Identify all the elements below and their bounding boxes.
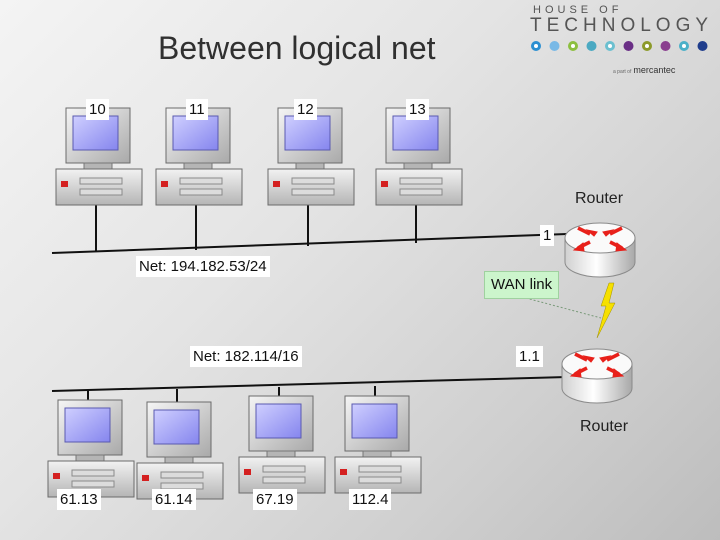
- monitor-screen: [153, 409, 200, 445]
- power-led: [53, 473, 60, 479]
- pc-case: [238, 456, 326, 494]
- bottom-hosts: [47, 386, 422, 500]
- computer-icon: [375, 107, 463, 243]
- drive-bay: [358, 476, 402, 484]
- monitor-screen: [392, 115, 439, 151]
- logo-dot: [623, 41, 634, 51]
- computer-icon: [267, 107, 355, 246]
- computer-icon: [47, 390, 135, 498]
- power-led: [61, 181, 68, 187]
- logo-dot: [586, 41, 597, 51]
- logo-dot-center: [645, 44, 649, 48]
- bottom-router-icon: [560, 347, 634, 405]
- drive-bay: [262, 465, 306, 473]
- monitor-screen: [255, 403, 302, 439]
- power-led: [340, 469, 347, 475]
- computer-icon: [136, 389, 224, 500]
- drive-bay: [399, 188, 443, 196]
- top-router-interface: 1: [540, 225, 555, 246]
- top-net-label: Net: 194.182.53/24: [136, 256, 270, 277]
- power-led: [161, 181, 168, 187]
- pc-case: [375, 168, 463, 206]
- host-label: 11: [186, 99, 208, 120]
- logo-dots: [531, 41, 708, 51]
- host-label: 61.14: [152, 489, 196, 510]
- computer-icon: [238, 387, 326, 494]
- logo-dot: [549, 41, 560, 51]
- top-router-icon: [563, 221, 637, 279]
- drive-bay: [291, 188, 335, 196]
- drive-bay: [262, 476, 306, 484]
- drive-bay: [160, 471, 204, 479]
- bottom-net-label: Net: 182.114/16: [190, 346, 302, 367]
- logo-dot: [697, 41, 708, 51]
- bottom-router-interface: 1.1: [516, 346, 543, 367]
- host-label: 10: [86, 99, 109, 120]
- drive-bay: [71, 469, 115, 477]
- drive-bay: [79, 188, 123, 196]
- wan-callout-pointer: [521, 296, 602, 319]
- pc-case: [155, 168, 243, 206]
- drive-bay: [71, 480, 115, 488]
- logo-dot-center: [682, 44, 686, 48]
- pc-case: [55, 168, 143, 206]
- logo-dot: [660, 41, 671, 51]
- host-label: 12: [294, 99, 317, 120]
- host-label: 61.13: [57, 489, 101, 510]
- logo-dot-center: [608, 44, 612, 48]
- monitor-stand: [83, 162, 113, 170]
- drive-bay: [179, 188, 223, 196]
- monitor-screen: [351, 403, 398, 439]
- top-hosts: [55, 107, 463, 252]
- power-led: [142, 475, 149, 481]
- drive-bay: [358, 465, 402, 473]
- slide-title: Between logical net: [158, 30, 436, 66]
- logo-dot-center: [571, 44, 575, 48]
- power-led: [381, 181, 388, 187]
- drive-bay: [79, 177, 123, 185]
- monitor-screen: [72, 115, 119, 151]
- bottom-segment-line: [51, 376, 568, 392]
- host-label: 13: [406, 99, 429, 120]
- logo-line-2: TECHNOLOGY: [530, 15, 714, 36]
- monitor-stand: [295, 162, 325, 170]
- wan-lightning-icon: [596, 282, 616, 339]
- monitor-screen: [172, 115, 219, 151]
- computer-icon: [334, 386, 422, 494]
- computer-icon: [55, 107, 143, 252]
- drive-bay: [399, 177, 443, 185]
- power-led: [244, 469, 251, 475]
- drive-bay: [291, 177, 335, 185]
- logo-line-1: HOUSE OF: [533, 4, 623, 16]
- monitor-stand: [75, 454, 105, 462]
- monitor-stand: [403, 162, 433, 170]
- monitor-stand: [362, 450, 392, 458]
- monitor-stand: [183, 162, 213, 170]
- host-label: 112.4: [349, 489, 392, 510]
- bottom-router-label: Router: [580, 418, 629, 435]
- monitor-stand: [266, 450, 296, 458]
- top-router-label: Router: [575, 190, 624, 207]
- pc-case: [334, 456, 422, 494]
- drive-bay: [179, 177, 223, 185]
- monitor-screen: [64, 407, 111, 443]
- pc-case: [267, 168, 355, 206]
- wan-link-callout: WAN link: [484, 271, 560, 299]
- host-label: 67.19: [253, 489, 297, 510]
- logo-dot-center: [534, 44, 538, 48]
- monitor-screen: [284, 115, 331, 151]
- computer-icon: [155, 107, 243, 250]
- power-led: [273, 181, 280, 187]
- top-segment-line: [51, 233, 568, 254]
- monitor-stand: [164, 456, 194, 464]
